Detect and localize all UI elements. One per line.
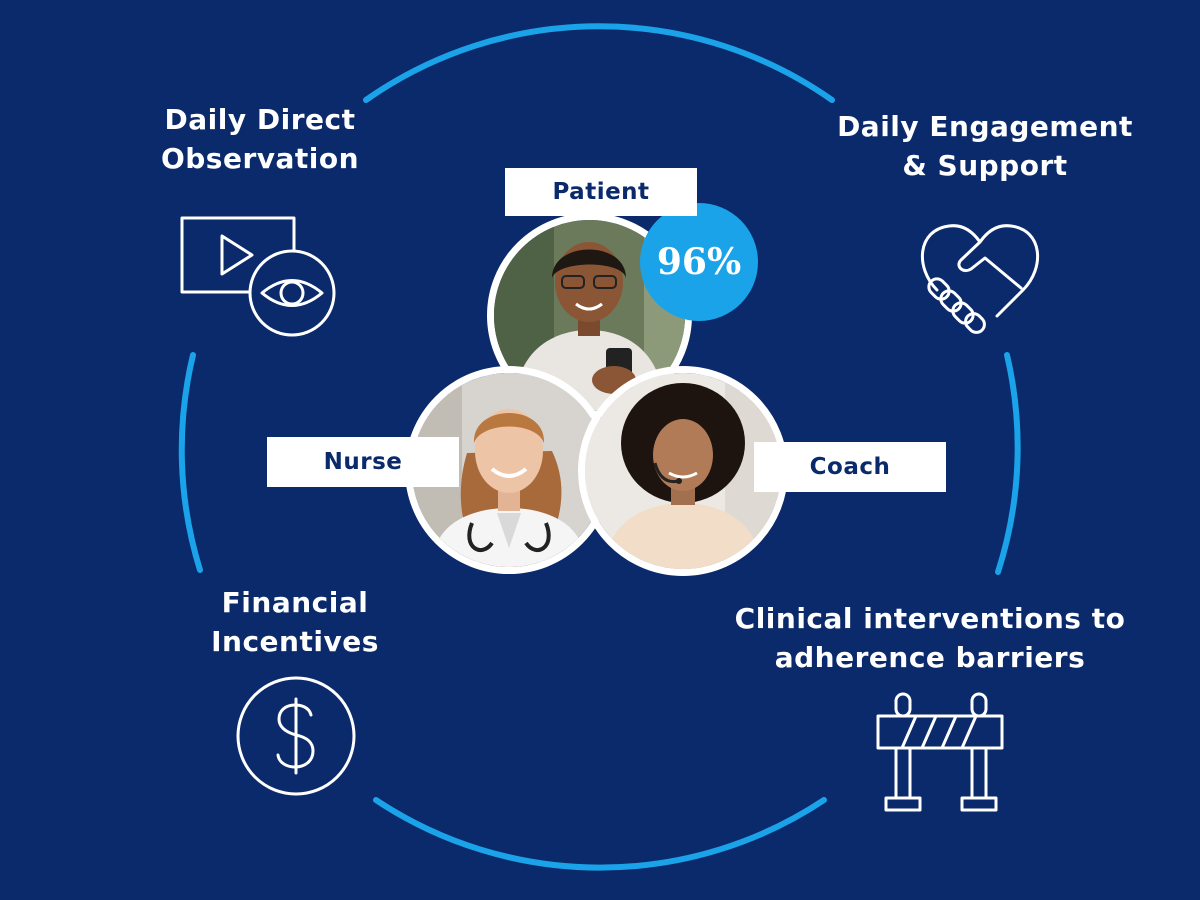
feature-title-line: Financial <box>221 586 369 619</box>
feature-title-clinical: Clinical interventions to adherence barr… <box>730 599 1130 677</box>
role-label-nurse: Nurse <box>267 437 459 487</box>
feature-title-line: & Support <box>902 149 1068 182</box>
ring-arc-right <box>995 352 1021 575</box>
role-label-patient: Patient <box>505 168 697 216</box>
feature-title-observation: Daily Direct Observation <box>130 100 390 178</box>
adherence-rate-badge: 96% <box>640 203 758 321</box>
barrier-icon <box>876 692 1004 812</box>
feature-title-line: Observation <box>160 142 360 175</box>
feature-title-line: Daily Engagement <box>837 110 1133 143</box>
feature-title-line: Daily Direct <box>164 103 356 136</box>
ring-arc-top <box>363 23 835 103</box>
video-eye-icon <box>180 216 336 337</box>
heart-handshake-icon <box>920 224 1040 334</box>
feature-title-engagement: Daily Engagement & Support <box>830 107 1140 185</box>
role-label-coach: Coach <box>754 442 946 492</box>
ring-arc-left <box>178 352 203 573</box>
coach-photo <box>578 366 788 576</box>
feature-title-line: Incentives <box>211 625 379 658</box>
coach-illustration <box>585 373 781 569</box>
feature-title-line: Clinical interventions to <box>734 602 1126 635</box>
ring-arc-bottom <box>373 797 827 871</box>
feature-title-incentives: Financial Incentives <box>170 583 420 661</box>
feature-title-line: adherence barriers <box>774 641 1086 674</box>
dollar-icon <box>236 676 356 796</box>
